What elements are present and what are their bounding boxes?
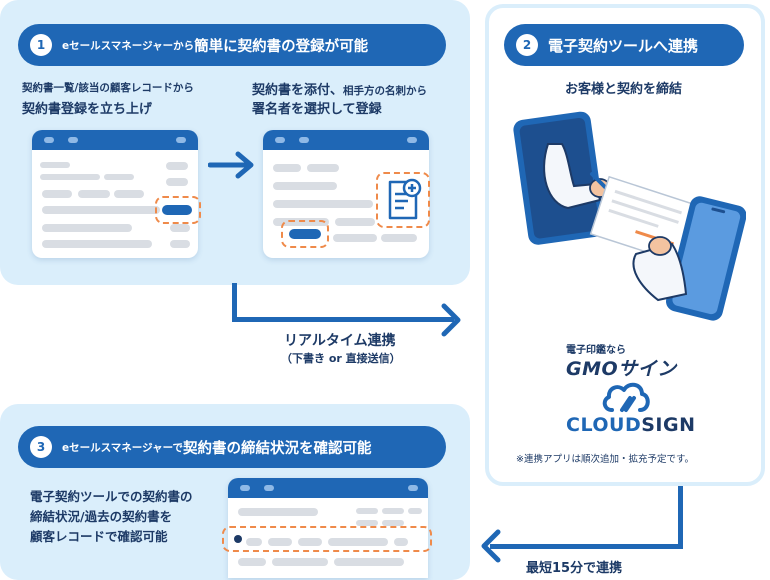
step1-title-small: eセールスマネージャーから — [62, 39, 195, 52]
step1-right-line1-big: 契約書を添付、 — [252, 83, 344, 98]
step3-desc-line2: 締結状況/過去の契約書を — [30, 509, 173, 524]
cloudsign-logo-sign: SIGN — [641, 414, 696, 436]
contract-list-mock — [32, 130, 198, 258]
status-dot — [234, 535, 242, 543]
step2-subtitle: お客様と契約を締結 — [565, 82, 683, 97]
mock-titlebar — [228, 478, 428, 498]
step3-title-big: 契約書の締結状況を確認可能 — [182, 440, 372, 457]
register-button-highlight — [155, 196, 201, 224]
bottom-connector-vertical — [678, 486, 683, 548]
contract-status-highlight — [222, 526, 432, 552]
step1-right-line2: 署名者を選択して登録 — [252, 102, 382, 117]
step1-right-line1-small: 相手方の名刺から — [343, 85, 428, 97]
step3-title-small: eセールスマネージャーで — [62, 441, 183, 454]
mock-titlebar — [32, 130, 198, 150]
integration-note: ※連携アプリは順次追加・拡充予定です。 — [516, 454, 695, 465]
signer-select-highlight — [281, 220, 329, 248]
gmo-sign-logo: GMOサイン — [566, 358, 677, 380]
cloud-sign-icon — [602, 382, 650, 412]
mock-titlebar — [263, 130, 429, 150]
realtime-label: リアルタイム連携 — [284, 333, 396, 349]
step1-left-line2: 契約書登録を立ち上げ — [22, 102, 153, 117]
step1-number: 1 — [30, 34, 52, 56]
bottom-flow-label: 最短15分で連携 — [526, 561, 623, 576]
realtime-connector-vertical — [232, 283, 237, 321]
step1-header: 1 eセールスマネージャーから 簡単に契約書の登録が可能 — [18, 24, 446, 66]
step1-title-big: 簡単に契約書の登録が可能 — [194, 38, 369, 55]
step3-desc-line3: 顧客レコードで確認可能 — [30, 529, 168, 544]
document-add-icon — [388, 178, 422, 220]
gmo-prefix: 電子印鑑なら — [566, 345, 626, 356]
realtime-sub: （下書き or 直接送信） — [281, 352, 401, 365]
arrow-right-icon — [441, 303, 461, 337]
realtime-connector-horizontal — [232, 317, 454, 322]
bottom-connector-horizontal — [490, 544, 683, 549]
attach-file-highlight — [376, 172, 430, 228]
arrow-left-icon — [481, 529, 501, 563]
step1-right-line1: 契約書を添付、相手方の名刺から — [252, 79, 427, 98]
step2-title: 電子契約ツールへ連携 — [548, 36, 699, 55]
cloudsign-logo-cloud: CLOUD — [566, 414, 642, 436]
step3-header: 3 eセールスマネージャーで 契約書の締結状況を確認可能 — [18, 426, 446, 468]
customer-record-mock — [228, 478, 428, 578]
e-contract-illustration — [513, 111, 746, 321]
step3-number: 3 — [30, 436, 52, 458]
cloudsign-logo: CLOUDSIGN — [566, 414, 695, 436]
arrow-right-icon — [208, 151, 254, 179]
step3-desc-line1: 電子契約ツールでの契約書の — [30, 489, 193, 504]
step2-header: 2 電子契約ツールへ連携 — [504, 24, 744, 66]
signer-select-button[interactable] — [289, 229, 321, 239]
step2-number: 2 — [516, 34, 538, 56]
register-button[interactable] — [162, 205, 192, 215]
step1-left-line1: 契約書一覧/該当の顧客レコードから — [22, 82, 194, 94]
